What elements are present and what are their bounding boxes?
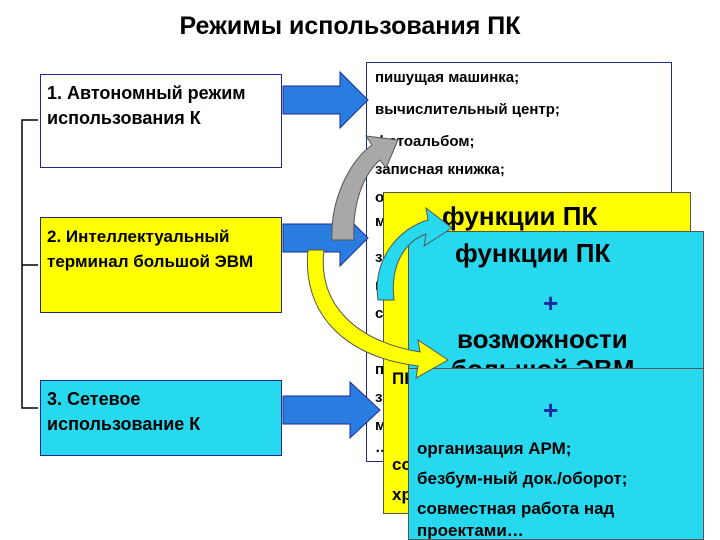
- cyan2-line: организация АРМ;: [417, 439, 572, 458]
- plus-sign: +: [543, 395, 559, 425]
- curved-arrow-icon: [306, 249, 449, 379]
- page-title: Режимы использования ПК: [179, 12, 521, 40]
- arrow-right-icon: [282, 70, 369, 130]
- list-item: з: [375, 249, 383, 266]
- curved-arrow-icon: [376, 206, 453, 301]
- cyan1-line: возможности: [457, 324, 628, 354]
- list-item: записная книжка;: [375, 161, 505, 178]
- list-item: о: [375, 189, 385, 206]
- mode-network-box: 3. Сетевое использование К: [40, 380, 282, 456]
- list-item: с: [375, 305, 384, 322]
- mode-terminal-box: 2. Интеллектуальный терминал большой ЭВМ: [40, 217, 282, 313]
- list-item: фотоальбом;: [375, 133, 475, 150]
- list-item: вычислительный центр;: [375, 101, 560, 118]
- cyan2-line: проектами…: [417, 521, 524, 540]
- yellow-heading: функции ПК: [442, 201, 598, 231]
- arrow-right-icon: [282, 208, 369, 268]
- cyan2-line: безбум-ный док./оборот;: [417, 469, 628, 488]
- list-item: м: [375, 417, 387, 434]
- list-item: п: [375, 361, 385, 378]
- arrow-right-icon: [282, 380, 381, 440]
- cyan1-heading: функции ПК: [455, 238, 611, 268]
- cyan2-line: совместная работа над: [417, 499, 615, 518]
- curved-arrow-icon: [331, 135, 399, 241]
- list-item: пишущая машинка;: [375, 69, 520, 86]
- yellow-line: хр: [392, 485, 412, 504]
- plus-sign: +: [543, 288, 559, 318]
- list-item: з: [375, 389, 383, 406]
- list-item: м: [375, 213, 387, 230]
- mode-autonomous-box: 1. Автономный режим использования К: [40, 74, 282, 168]
